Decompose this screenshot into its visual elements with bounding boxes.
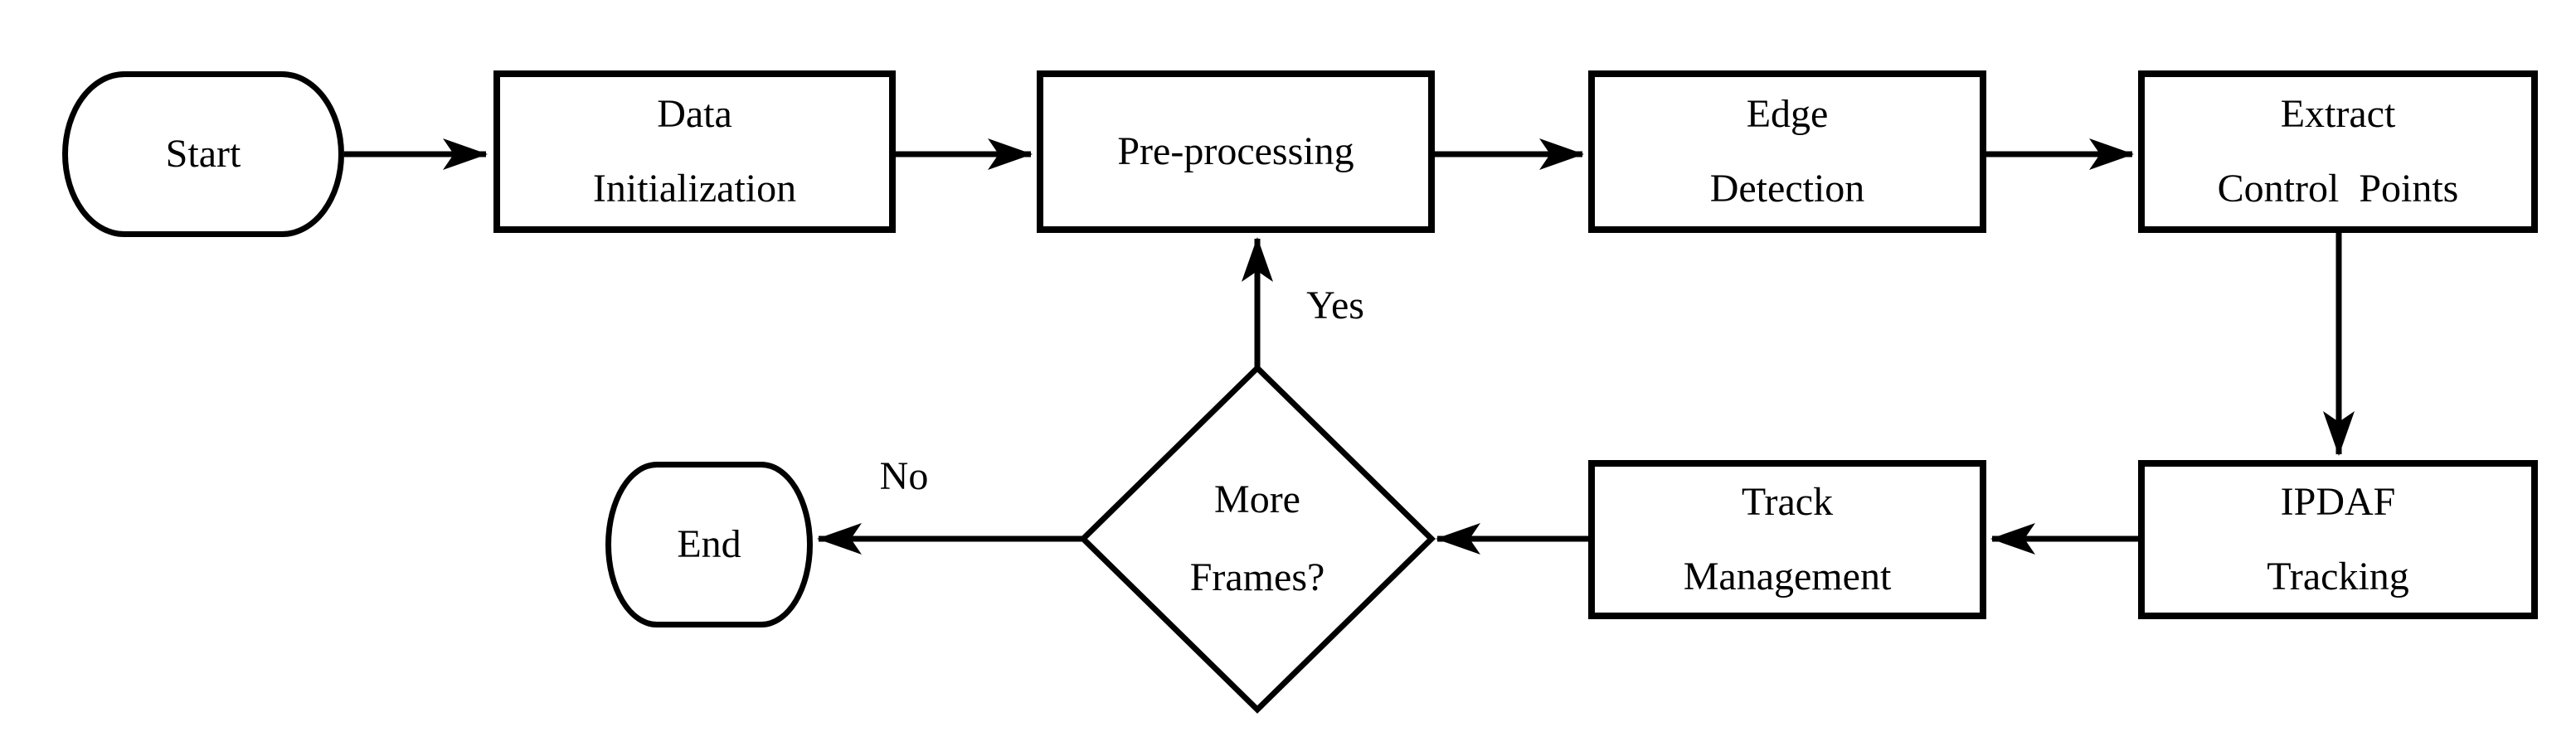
node-track-management: Track Management	[1588, 460, 1986, 619]
node-end: End	[605, 462, 813, 627]
node-track-management-line2: Management	[1683, 555, 1892, 598]
node-ipdaf-tracking-line2: Tracking	[2267, 555, 2409, 598]
node-extract-control-points: Extract Control Points	[2138, 70, 2538, 233]
edge-label-yes: Yes	[1306, 283, 1364, 327]
node-start: Start	[62, 71, 344, 237]
decision-diamond-shape	[1079, 364, 1436, 714]
node-track-management-line1: Track	[1741, 480, 1834, 524]
node-data-initialization-line2: Initialization	[592, 167, 797, 211]
node-data-initialization: Data Initialization	[493, 70, 896, 233]
node-start-label: Start	[165, 132, 241, 176]
node-data-initialization-line1: Data	[657, 92, 732, 136]
node-more-frames-decision: More Frames?	[1133, 454, 1382, 623]
node-end-label: End	[677, 522, 741, 566]
node-edge-detection: Edge Detection	[1588, 70, 1986, 233]
node-pre-processing: Pre-processing	[1037, 70, 1435, 233]
edge-label-no: No	[879, 454, 929, 498]
node-pre-processing-label: Pre-processing	[1117, 129, 1354, 173]
node-edge-detection-line2: Detection	[1709, 167, 1865, 211]
node-ipdaf-tracking-line1: IPDAF	[2280, 480, 2396, 524]
node-ipdaf-tracking: IPDAF Tracking	[2138, 460, 2538, 619]
node-extract-control-points-line2: Control Points	[2217, 167, 2459, 211]
node-more-frames-line2: Frames?	[1189, 555, 1325, 599]
node-more-frames-line1: More	[1214, 477, 1300, 521]
node-extract-control-points-line1: Extract	[2280, 92, 2396, 136]
node-edge-detection-line1: Edge	[1746, 92, 1829, 136]
